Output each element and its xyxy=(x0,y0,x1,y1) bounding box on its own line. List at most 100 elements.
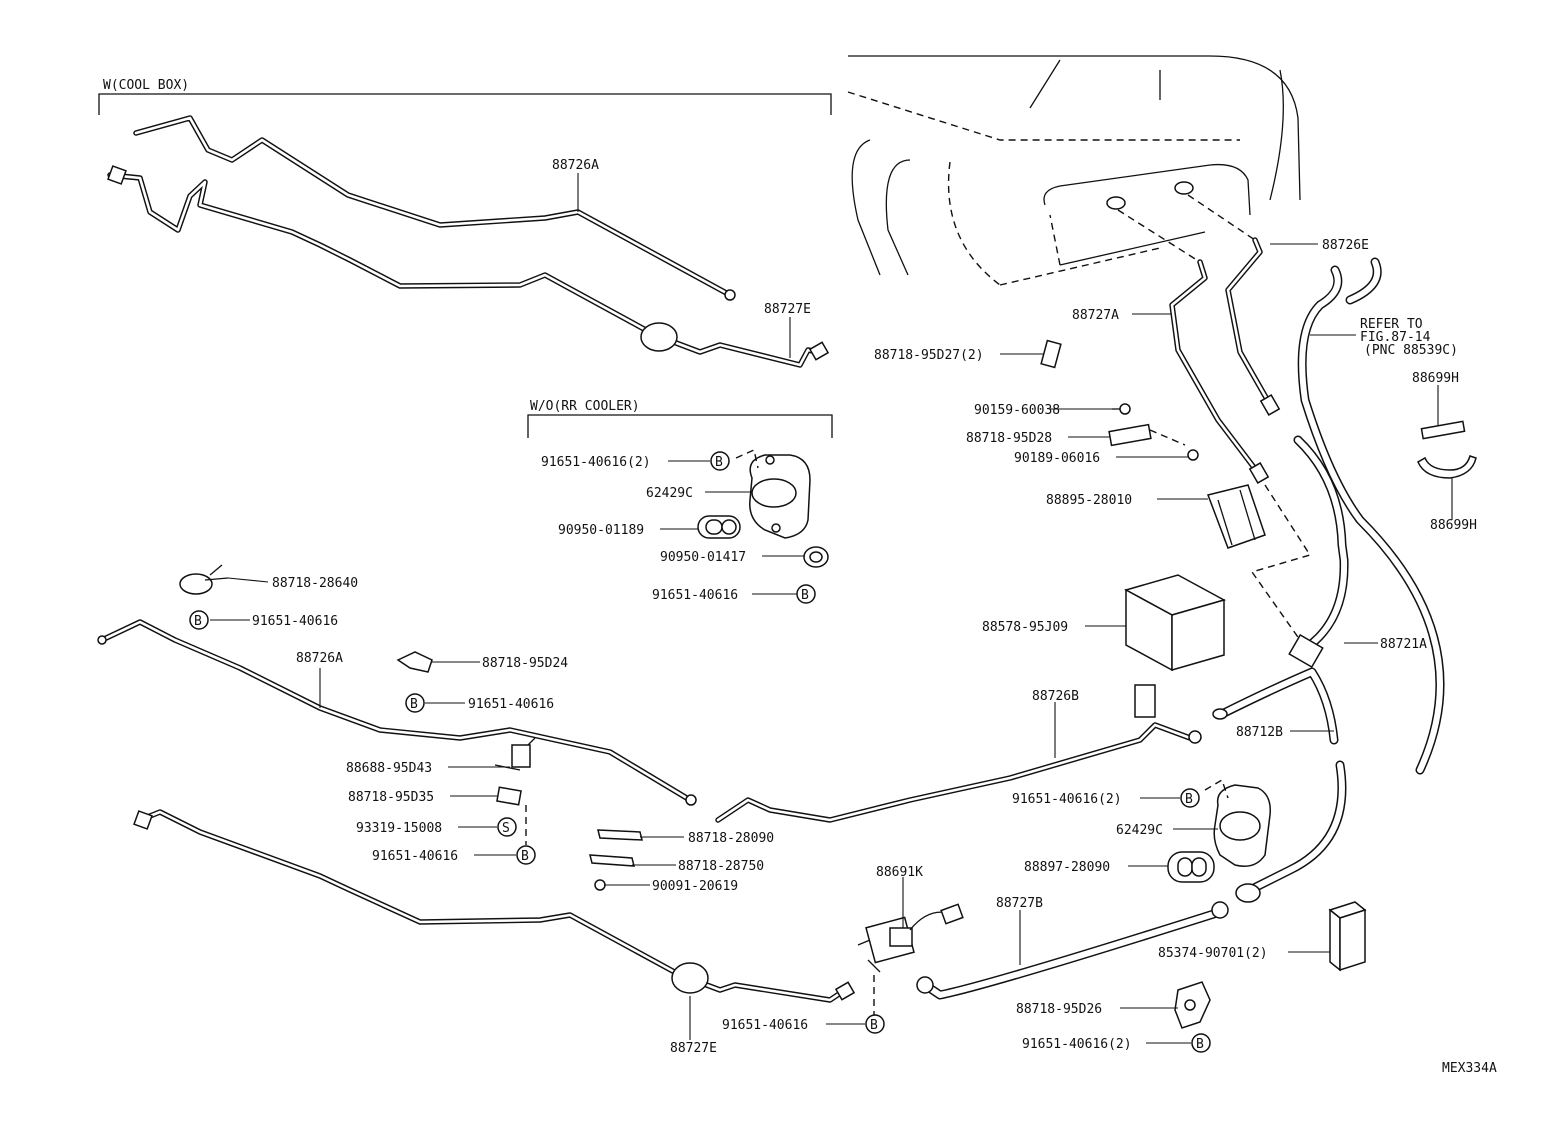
drain-hose xyxy=(1297,257,1445,775)
bolt-marker: B xyxy=(1180,788,1200,808)
part-label: 88718-95D26 xyxy=(1016,1002,1102,1017)
cool-box-bracket: W(COOL BOX) xyxy=(98,78,832,115)
part-label: 88727E xyxy=(670,1041,717,1056)
bolt-marker: B xyxy=(796,584,816,604)
part-label: 88699H xyxy=(1430,518,1477,533)
clamp-88718-95D26 xyxy=(1174,981,1211,1029)
screw-90091-20619 xyxy=(594,879,606,891)
part-label: 90189-06016 xyxy=(1014,451,1100,466)
gasket-62429C-bottom xyxy=(1204,778,1271,867)
part-label: 62429C xyxy=(646,486,693,501)
svg-text:B: B xyxy=(410,697,418,712)
part-label: 88895-28010 xyxy=(1046,493,1132,508)
bolt-marker: B xyxy=(865,1014,885,1034)
part-label: 88718-28750 xyxy=(678,859,764,874)
svg-text:B: B xyxy=(1185,792,1193,807)
part-label: 93319-15008 xyxy=(356,821,442,836)
part-label: 88718-28640 xyxy=(272,576,358,591)
cool-box-label: W(COOL BOX) xyxy=(103,78,189,93)
svg-text:S: S xyxy=(502,821,510,836)
bracket-88895-28010 xyxy=(1207,484,1266,549)
ring-90950-01417 xyxy=(803,546,829,568)
tube-88727A xyxy=(1169,259,1270,484)
leader-lines xyxy=(210,173,1453,1044)
part-label: 90159-60038 xyxy=(974,403,1060,418)
callout-labels: 88726A 88727E 91651-40616(2) 62429C 9095… xyxy=(252,158,1477,1056)
nut-90189-06016 xyxy=(1187,449,1199,461)
part-label: 88718-28090 xyxy=(688,831,774,846)
refer-note: REFER TO FIG.87-14 (PNC 88539C) xyxy=(1360,317,1458,358)
tube-88727B xyxy=(916,901,1229,1000)
clip-88718-95D27 xyxy=(1040,339,1062,369)
part-label: 88726B xyxy=(1032,689,1079,704)
part-label: 88718-95D35 xyxy=(348,790,434,805)
clip-88699H-top xyxy=(1420,420,1466,440)
bolt-90159-60038 xyxy=(1112,403,1131,415)
clamp-88718-95D28 xyxy=(1108,423,1186,447)
svg-text:B: B xyxy=(801,588,809,603)
part-label: 88726A xyxy=(552,158,599,173)
part-label: 85374-90701(2) xyxy=(1158,946,1268,961)
bolt-marker: B xyxy=(1191,1033,1211,1053)
svg-text:B: B xyxy=(870,1018,878,1033)
clamp-88718-28750 xyxy=(589,854,635,867)
tube-88727E-bottom xyxy=(133,809,856,1003)
bracket-88688-95D43 xyxy=(494,737,536,771)
hose-88712B xyxy=(1212,667,1347,903)
clamp-88718-95D24 xyxy=(396,651,433,673)
ring-90950-01189 xyxy=(697,515,741,539)
part-label: 90950-01417 xyxy=(660,550,746,565)
tube-88726A-mid xyxy=(97,619,697,806)
part-label: 88727A xyxy=(1072,308,1119,323)
refer-note-line: REFER TO xyxy=(1360,317,1423,332)
ring-88897-28090 xyxy=(1167,851,1215,883)
clip-88699H-bottom xyxy=(1417,455,1477,479)
part-label: 88712B xyxy=(1236,725,1283,740)
part-label: 91651-40616 xyxy=(372,849,458,864)
hose-88721A xyxy=(1288,435,1349,669)
pad-85374-90701 xyxy=(1328,901,1367,972)
part-label: 88718-95D28 xyxy=(966,431,1052,446)
part-label: 91651-40616 xyxy=(252,614,338,629)
part-label: 88718-95D27(2) xyxy=(874,348,984,363)
rr-cooler-label: W/O(RR COOLER) xyxy=(530,399,640,414)
valve-88691K xyxy=(857,903,964,1015)
part-label: 88727E xyxy=(764,302,811,317)
svg-text:B: B xyxy=(521,849,529,864)
svg-text:B: B xyxy=(715,455,723,470)
refer-note-line: FIG.87-14 xyxy=(1360,330,1431,345)
dashed-guide xyxy=(1250,484,1312,641)
box-88578-95J09 xyxy=(1124,574,1226,672)
part-label: 88718-95D24 xyxy=(482,656,568,671)
part-label: 62429C xyxy=(1116,823,1163,838)
bolt-marker: B xyxy=(405,693,425,713)
part-label: 88578-95J09 xyxy=(982,620,1068,635)
part-label: 90091-20619 xyxy=(652,879,738,894)
part-label: 88726E xyxy=(1322,238,1369,253)
part-label: 90950-01189 xyxy=(558,523,644,538)
svg-text:B: B xyxy=(194,614,202,629)
tube-88726A-top xyxy=(133,115,733,298)
clamp-88718-28090 xyxy=(597,829,643,841)
part-label: 88726A xyxy=(296,651,343,666)
svg-text:B: B xyxy=(1196,1037,1204,1052)
part-label: 91651-40616 xyxy=(722,1018,808,1033)
bolt-marker: B xyxy=(189,610,209,630)
rr-cooler-bracket: W/O(RR COOLER) xyxy=(527,399,833,438)
clamp-88718-95D35 xyxy=(496,786,527,845)
part-label: 88688-95D43 xyxy=(346,761,432,776)
part-label: 91651-40616(2) xyxy=(1022,1037,1132,1052)
part-label: 88721A xyxy=(1380,637,1427,652)
figure-code: MEX334A xyxy=(1442,1061,1497,1076)
cooler-unit-outline xyxy=(847,55,1301,286)
part-label: 91651-40616(2) xyxy=(541,455,651,470)
tube-88726E xyxy=(1225,237,1281,416)
part-label: 91651-40616 xyxy=(652,588,738,603)
tube-88727E-top xyxy=(107,165,830,368)
part-label: 88727B xyxy=(996,896,1043,911)
gasket-62429C-top xyxy=(735,449,811,539)
part-label: 88691K xyxy=(876,865,923,880)
part-label: 88699H xyxy=(1412,371,1459,386)
